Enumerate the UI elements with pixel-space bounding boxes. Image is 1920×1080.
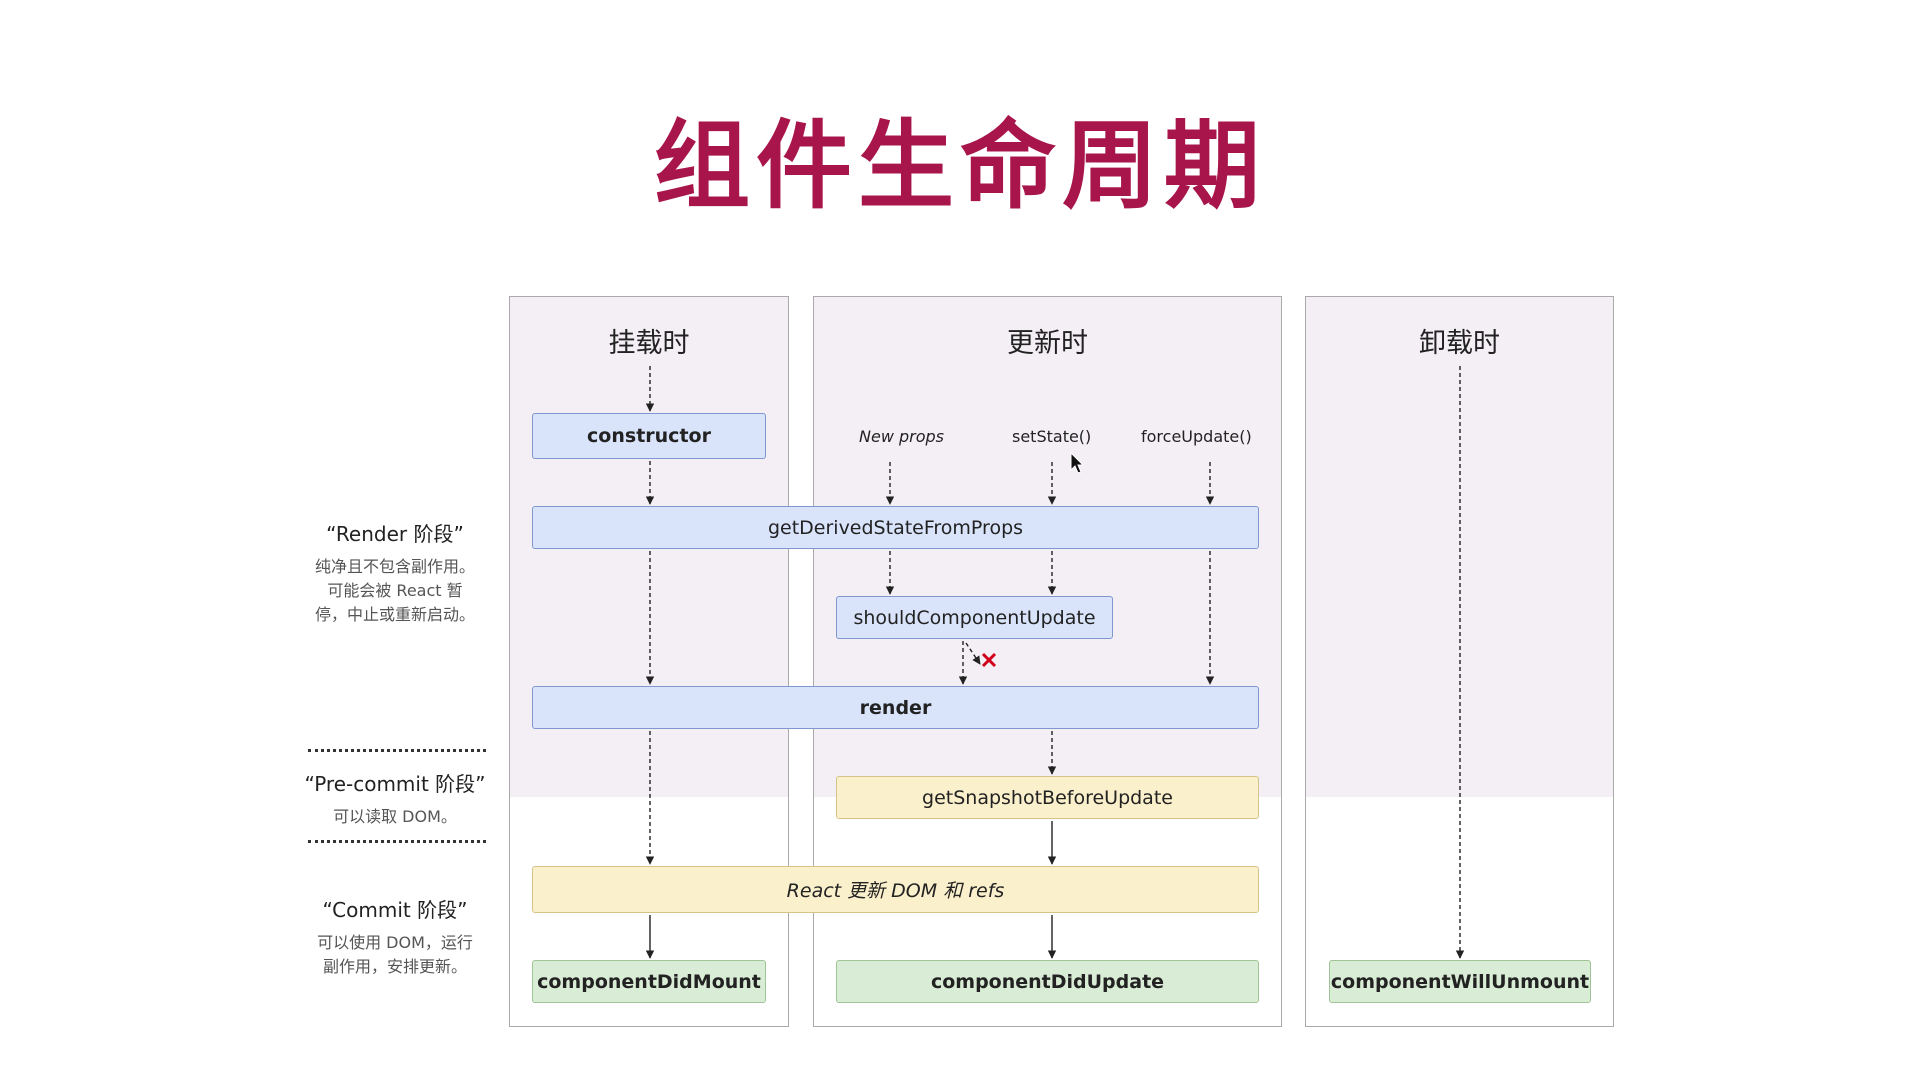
constructor-box: constructor <box>532 413 766 459</box>
force-update-trigger: forceUpdate() <box>1141 427 1252 446</box>
unmount-column: 卸载时 <box>1305 296 1614 1027</box>
precommit-phase-desc-line: 可以读取 DOM。 <box>333 807 457 826</box>
precommit-phase-name: “Pre-commit 阶段” <box>304 772 486 796</box>
commit-phase-name: “Commit 阶段” <box>322 898 468 922</box>
phase-divider <box>308 840 486 843</box>
mount-column: 挂载时 <box>509 296 789 1027</box>
get-derived-state-box: getDerivedStateFromProps <box>532 506 1259 549</box>
unmount-column-title: 卸载时 <box>1419 328 1500 359</box>
render-phase-label: “Render 阶段” 纯净且不包含副作用。 可能会被 React 暂 停，中止… <box>300 518 490 627</box>
did-update-box: componentDidUpdate <box>836 960 1259 1003</box>
mouse-cursor-icon <box>1070 452 1085 474</box>
render-phase-desc: 纯净且不包含副作用。 可能会被 React 暂 停，中止或重新启动。 <box>300 555 490 627</box>
page-title: 组件生命周期 <box>654 110 1266 222</box>
will-unmount-box: componentWillUnmount <box>1329 960 1591 1003</box>
render-phase-desc-line: 停，中止或重新启动。 <box>314 605 475 624</box>
update-column-title: 更新时 <box>1007 328 1088 359</box>
commit-phase-label: “Commit 阶段” 可以使用 DOM，运行 副作用，安排更新。 <box>300 894 490 979</box>
should-update-box: shouldComponentUpdate <box>836 596 1113 639</box>
commit-phase-desc: 可以使用 DOM，运行 副作用，安排更新。 <box>300 931 490 979</box>
precommit-phase-desc: 可以读取 DOM。 <box>300 805 490 829</box>
update-column: 更新时 <box>813 296 1282 1027</box>
render-phase-desc-line: 可能会被 React 暂 <box>327 581 463 600</box>
set-state-trigger: setState() <box>1012 427 1092 446</box>
render-box: render <box>532 686 1259 729</box>
phase-divider <box>308 749 486 752</box>
react-updates-dom-box: React 更新 DOM 和 refs <box>532 866 1259 913</box>
commit-phase-desc-line: 可以使用 DOM，运行 <box>317 933 473 952</box>
get-snapshot-box: getSnapshotBeforeUpdate <box>836 776 1259 819</box>
commit-phase-desc-line: 副作用，安排更新。 <box>322 957 467 976</box>
mount-column-title: 挂载时 <box>608 328 690 359</box>
new-props-trigger: New props <box>859 427 944 446</box>
precommit-phase-label: “Pre-commit 阶段” 可以读取 DOM。 <box>300 768 490 829</box>
did-mount-box: componentDidMount <box>532 960 766 1003</box>
render-phase-area <box>1306 297 1613 797</box>
render-phase-desc-line: 纯净且不包含副作用。 <box>314 557 475 576</box>
render-phase-name: “Render 阶段” <box>326 522 464 546</box>
